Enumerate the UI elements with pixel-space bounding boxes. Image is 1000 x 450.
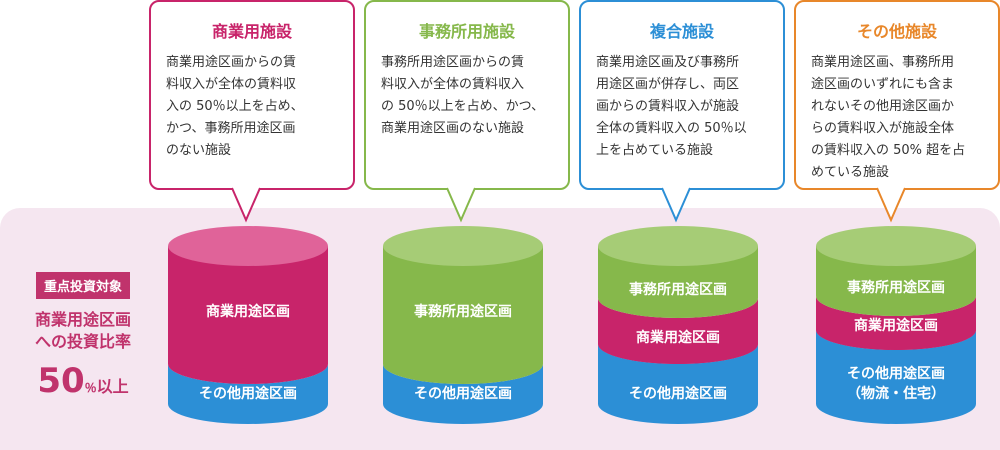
tail-office xyxy=(446,187,476,223)
focus-percent: 50％以上 xyxy=(28,361,138,401)
callout-title: 複合施設 xyxy=(649,22,714,41)
focus-label: 商業用途区画 への投資比率 xyxy=(34,310,131,351)
segment-label: 商業用途区画 xyxy=(636,330,720,346)
cylinder-other: 事務所用途区画 商業用途区画 その他用途区画 （物流・住宅） xyxy=(816,226,976,426)
focus-panel: 重点投資対象 商業用途区画 への投資比率 50％以上 xyxy=(28,272,138,401)
cylinder-complex: 事務所用途区画 商業用途区画 その他用途区画 xyxy=(598,226,758,426)
callout-text: 事務所用途区画からの賃 料収入が全体の賃料収入 の 50％以上を占め、かつ、 商… xyxy=(381,55,545,136)
callout-title: その他施設 xyxy=(856,22,937,41)
cylinder-office: 事務所用途区画 その他用途区画 xyxy=(383,226,543,426)
callout-text: 商業用途区画からの賃 料収入が全体の賃料収 入の 50％以上を占め、 かつ、事務… xyxy=(166,55,304,158)
segment-label: 事務所用途区画 xyxy=(414,304,512,320)
cylinder-commercial: 商業用途区画 その他用途区画 xyxy=(168,226,328,426)
callout-title: 事務所用施設 xyxy=(418,22,515,41)
callout-text: 商業用途区画及び事務所 用途区画が併存し、両区 画からの賃料収入が施設 全体の賃… xyxy=(596,55,747,158)
segment-label: 商業用途区画 xyxy=(206,304,290,320)
segment-label: 事務所用途区画 xyxy=(629,282,727,298)
segment-label: その他用途区画 xyxy=(199,386,297,402)
tail-commercial xyxy=(231,187,261,223)
callout-other: その他施設 商業用途区画、事務所用 途区画のいずれにも含ま れないその他用途区画… xyxy=(794,0,1000,190)
callout-tails xyxy=(231,186,906,223)
percent-unit: ％ xyxy=(84,381,97,395)
callout-text: 商業用途区画、事務所用 途区画のいずれにも含ま れないその他用途区画か らの賃料… xyxy=(811,55,966,180)
percent-suffix: 以上 xyxy=(96,377,129,396)
tail-other xyxy=(876,187,906,223)
focus-badge: 重点投資対象 xyxy=(35,272,130,299)
tail-complex xyxy=(661,187,691,223)
segment-label: その他用途区画 （物流・住宅） xyxy=(847,366,945,402)
callout-complex: 複合施設 商業用途区画及び事務所 用途区画が併存し、両区 画からの賃料収入が施設… xyxy=(579,0,785,190)
callout-title: 商業用施設 xyxy=(211,22,292,41)
callout-commercial: 商業用施設 商業用途区画からの賃 料収入が全体の賃料収 入の 50％以上を占め、… xyxy=(149,0,355,190)
segment-label: 事務所用途区画 xyxy=(847,280,945,296)
segment-label: 商業用途区画 xyxy=(854,318,938,334)
segment-label: その他用途区画 xyxy=(629,386,727,402)
percent-number: 50 xyxy=(37,361,85,401)
segment-label: その他用途区画 xyxy=(414,386,512,402)
